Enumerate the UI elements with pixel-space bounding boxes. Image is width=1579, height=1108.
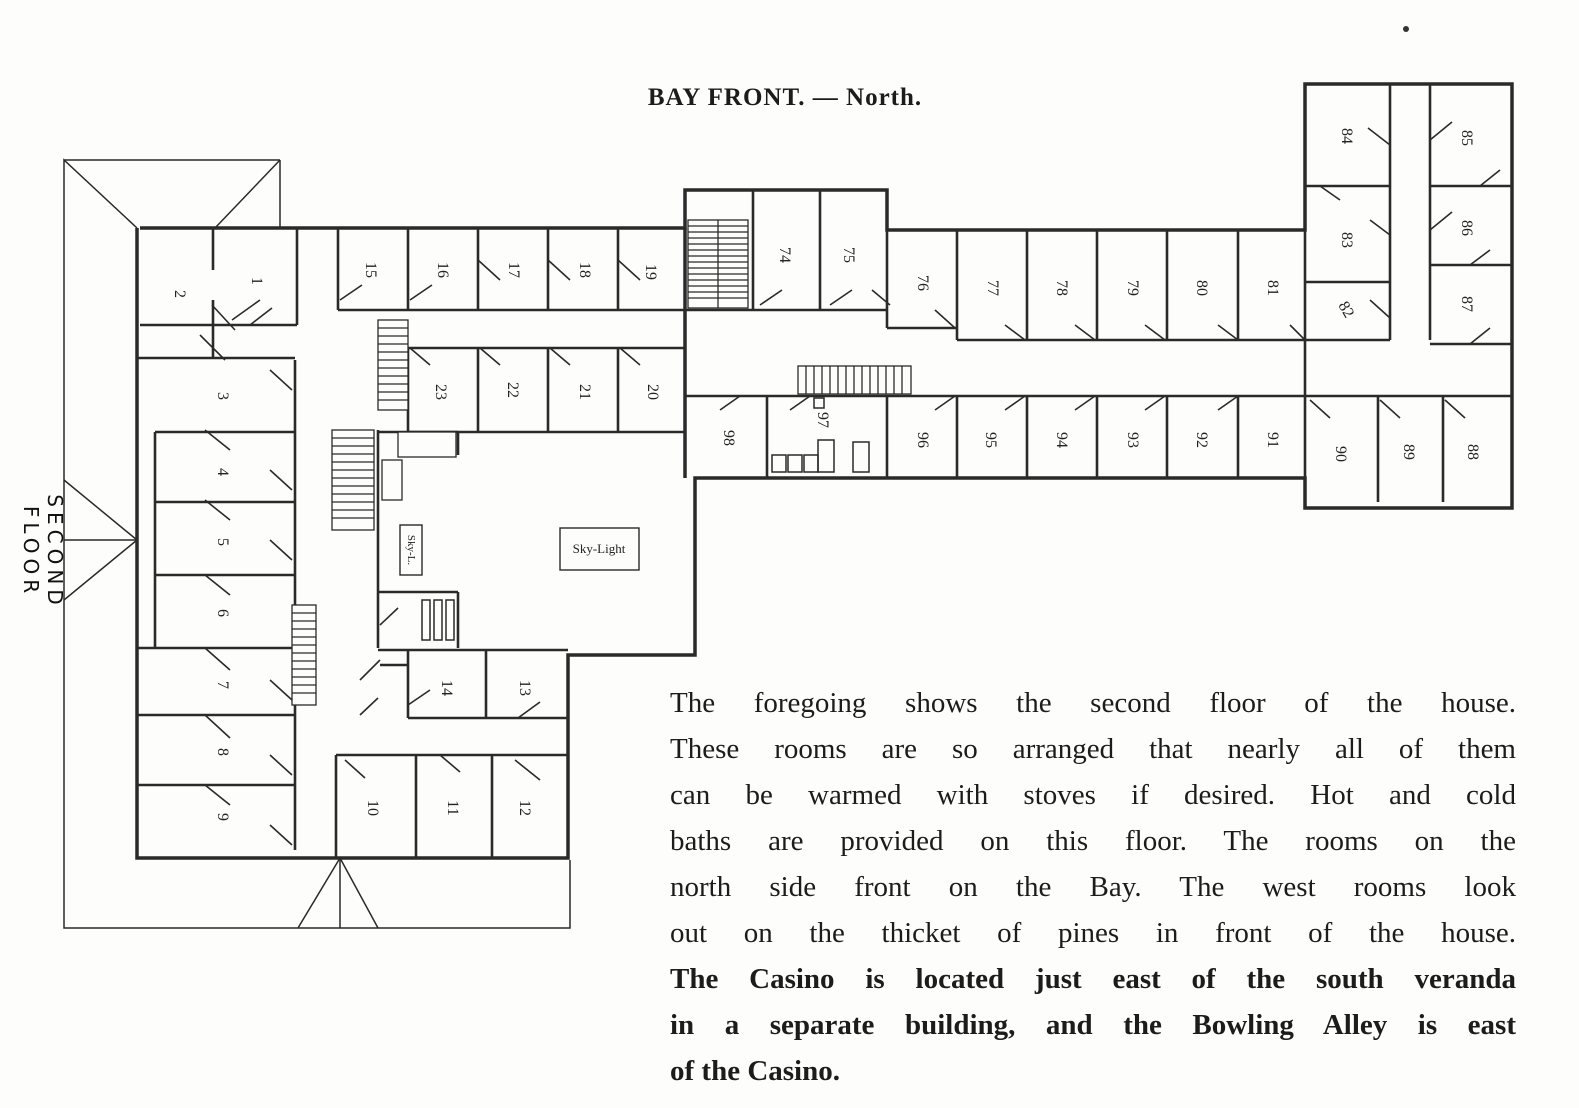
room-numbers: 1 2 3 4 5 6 7 8 9 10 11 12 13 14 15 16 1… [171,128,1481,821]
room-77: 77 [984,280,1001,296]
interior-walls [137,84,1512,858]
room-97: 97 [814,412,831,428]
room-22: 22 [504,382,521,398]
room-76: 76 [914,275,931,291]
paragraph-line: The Casino is located just east of the s… [670,963,1516,995]
room-84: 84 [1338,128,1355,144]
room-11: 11 [444,800,461,815]
room-83: 83 [1338,232,1355,248]
room-4: 4 [214,468,231,476]
room-3: 3 [214,392,231,400]
room-78: 78 [1053,280,1070,296]
paragraph-line: of the Casino. [670,1055,840,1087]
room-19: 19 [642,264,659,280]
room-82: 82 [1335,299,1358,321]
room-94: 94 [1053,432,1070,448]
paragraph-line: baths are provided on this floor. The ro… [670,825,1516,857]
skylight-large-box [559,527,640,571]
room-1: 1 [248,277,265,285]
room-74: 74 [776,247,793,263]
skylight-large-label: Sky-Light [573,541,626,556]
room-6: 6 [214,609,231,617]
room-89: 89 [1400,444,1417,460]
ink-speck [1403,26,1409,32]
room-17: 17 [505,262,522,278]
staircases [291,219,912,706]
room-85: 85 [1458,130,1475,146]
room-90: 90 [1332,446,1349,462]
room-16: 16 [434,262,451,278]
room-2: 2 [171,290,188,298]
room-96: 96 [914,432,931,448]
room-80: 80 [1193,280,1210,296]
room-91: 91 [1264,432,1281,448]
room-5: 5 [214,538,231,546]
room-18: 18 [576,262,593,278]
room-95: 95 [982,432,999,448]
paragraph-line: in a separate building, and the Bowling … [670,1009,1516,1041]
room-92: 92 [1193,432,1210,448]
room-20: 20 [644,384,661,400]
room-86: 86 [1458,220,1475,236]
room-21: 21 [576,384,593,400]
room-87: 87 [1458,296,1475,312]
bath-fixtures [421,397,870,641]
plan-title: BAY FRONT. — North. [647,84,923,111]
room-12: 12 [516,800,533,816]
room-13: 13 [516,680,533,696]
room-98: 98 [720,430,737,446]
room-7: 7 [214,681,231,689]
paragraph-line: The foregoing shows the second floor of … [670,687,1516,719]
skylight-small-label: Sky-L. [405,535,417,566]
room-75: 75 [840,247,857,263]
room-9: 9 [214,813,231,821]
room-15: 15 [362,262,379,278]
paragraph-line: out on the thicket of pines in front of … [670,917,1516,949]
room-10: 10 [364,800,381,816]
room-93: 93 [1124,432,1141,448]
room-23: 23 [432,384,449,400]
room-88: 88 [1464,444,1481,460]
paragraph-line: can be warmed with stoves if desired. Ho… [670,779,1516,811]
veranda-outline [63,158,571,929]
room-81: 81 [1264,280,1281,296]
room-14: 14 [438,680,455,696]
skylight-small-box [399,524,423,576]
paragraph-line: north side front on the Bay. The west ro… [670,871,1516,903]
paragraph-line: These rooms are so arranged that nearly … [670,733,1516,765]
room-8: 8 [214,748,231,756]
door-swings [199,121,1501,846]
room-79: 79 [1124,280,1141,296]
description-paragraph: The foregoing shows the second floor of … [670,680,1516,1094]
